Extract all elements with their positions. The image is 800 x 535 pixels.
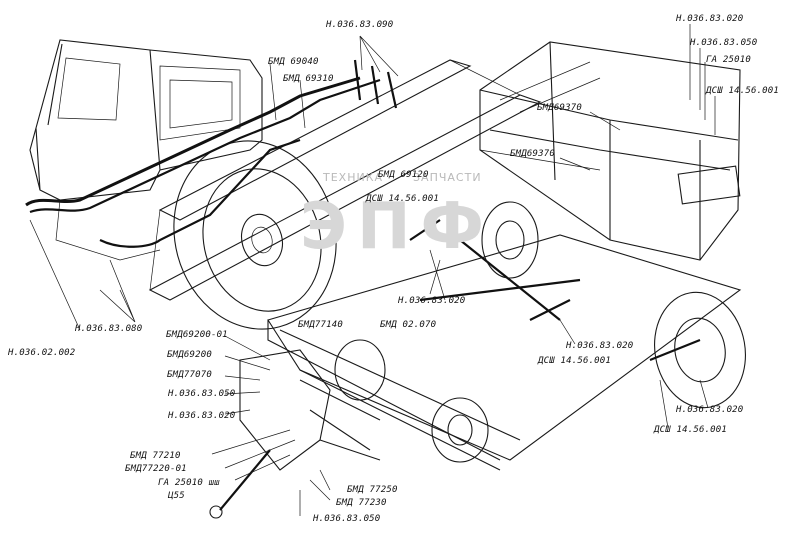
label-bmd69200: БМД69200 (167, 350, 212, 360)
label-bmd77250: БМД 77250 (347, 485, 398, 495)
label-dsh1456001-right: ДСШ 14.56.001 (538, 356, 612, 366)
label-dsh1456001-top: ДСШ 14.56.001 (706, 86, 780, 96)
label-n03683050-bottom: Н.036.83.050 (313, 514, 381, 524)
hitch-assembly (209, 219, 701, 519)
label-bmd69040: БМД 69040 (268, 57, 319, 67)
label-bmd77220-01: БМД77220-01 (125, 464, 187, 474)
label-bmd77140: БМД77140 (298, 320, 343, 330)
truck-frame (148, 59, 542, 301)
label-n03683020-top: Н.036.83.020 (676, 14, 744, 24)
label-bmd69120: БМД 69120 (378, 170, 429, 180)
label-ts55: Ц55 (168, 491, 185, 501)
label-n03683080: Н.036.83.080 (75, 324, 143, 334)
label-ga25010-bottom: ГА 25010 шш (158, 478, 220, 488)
trailer-wheels (334, 201, 746, 463)
label-bmd69370-a: БМД69370 (537, 103, 582, 113)
truck-cab (29, 39, 263, 261)
label-bmd69200-01: БМД69200-01 (166, 330, 228, 340)
label-n03602002: Н.036.02.002 (8, 348, 76, 358)
equipment-cage (479, 41, 741, 261)
label-n03683050-left: Н.036.83.050 (168, 389, 236, 399)
label-n03683050-top: Н.036.83.050 (690, 38, 758, 48)
watermark-logo: ЭПФ (300, 190, 494, 264)
label-bmd02070: БМД 02.070 (380, 320, 437, 330)
label-n03683090: Н.036.83.090 (326, 20, 394, 30)
leader-lines (29, 24, 716, 516)
label-dsh1456001-mid: ДСШ 14.56.001 (366, 194, 440, 204)
label-ga25010-top: ГА 25010 (706, 55, 751, 65)
label-n03683020-left: Н.036.83.020 (168, 411, 236, 421)
label-bmd69310: БМД 69310 (283, 74, 334, 84)
label-n03683020-br: Н.036.83.020 (676, 405, 744, 415)
label-bmd69370-b: БМД69370 (510, 149, 555, 159)
label-bmd77210: БМД 77210 (130, 451, 181, 461)
label-dsh1456001-br: ДСШ 14.56.001 (654, 425, 728, 435)
hose-lines (25, 59, 398, 248)
watermark-text-right: ЗАПЧАСТИ (413, 171, 482, 184)
label-n03683020-mid: Н.036.83.020 (398, 296, 466, 306)
trailer-frame (267, 234, 742, 471)
label-bmd77230: БМД 77230 (336, 498, 387, 508)
label-bmd77070: БМД77070 (167, 370, 212, 380)
watermark-text-left: ТЕХНИКА (323, 171, 384, 184)
label-n03683020-right: Н.036.83.020 (566, 341, 634, 351)
